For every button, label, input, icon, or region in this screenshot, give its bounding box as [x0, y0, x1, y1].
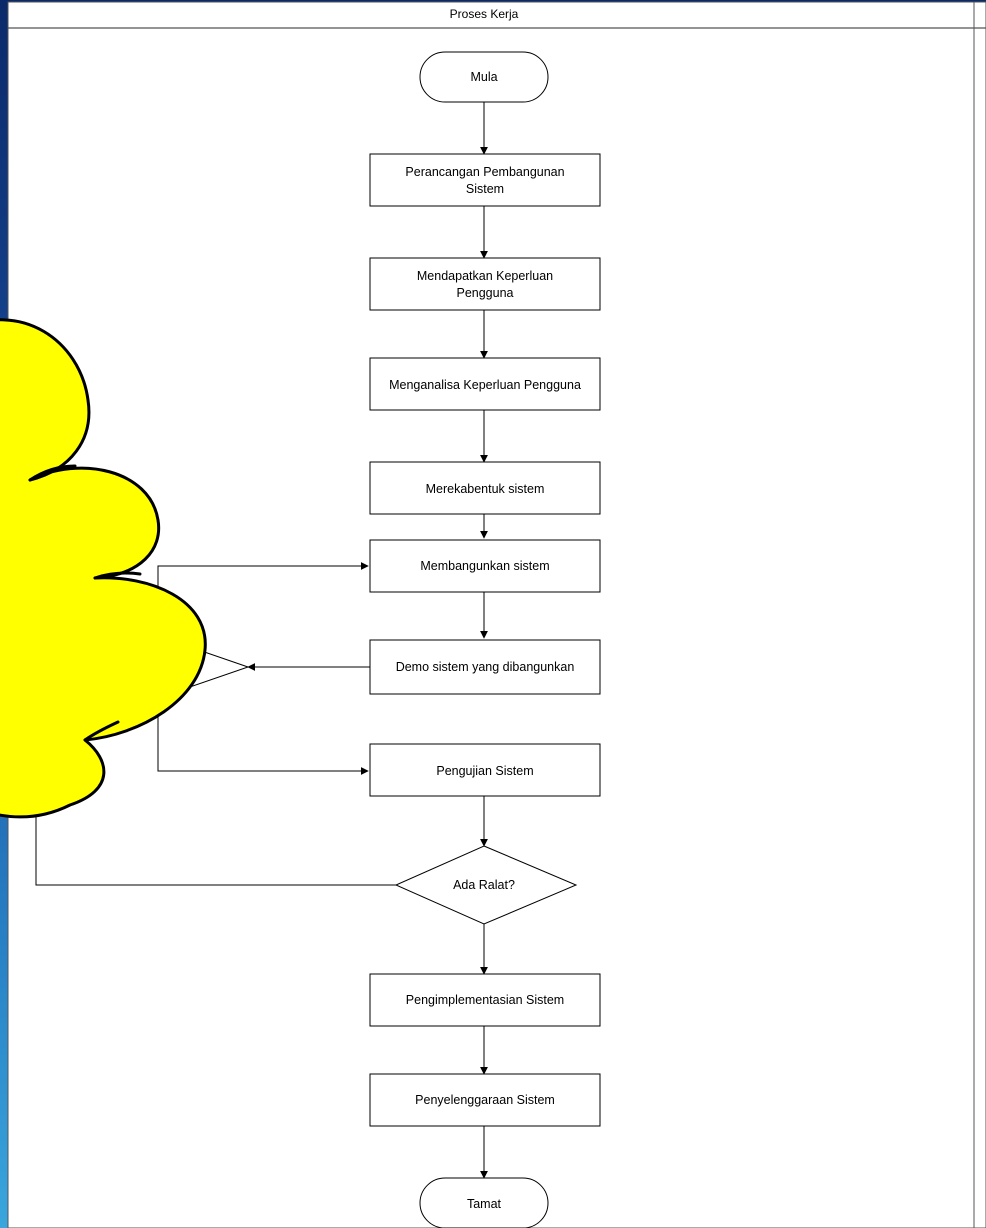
demo-label: Demo sistem yang dibangunkan	[396, 660, 575, 674]
cloud-callout[interactable]	[0, 318, 207, 819]
requirements-label-line1: Mendapatkan Keperluan	[417, 269, 553, 283]
decision-errors[interactable]: Ada Ralat?	[394, 845, 578, 925]
start-label: Mula	[470, 70, 497, 84]
connectors	[35, 102, 488, 1179]
arrow-loop-to-testing	[157, 698, 369, 775]
end-label: Tamat	[467, 1197, 502, 1211]
arrow-error-loop	[35, 800, 396, 886]
testing-label: Pengujian Sistem	[436, 764, 533, 778]
decision-errors-label: Ada Ralat?	[453, 878, 515, 892]
maintenance-label: Penyelenggaraan Sistem	[415, 1093, 555, 1107]
process-implementation[interactable]: Pengimplementasian Sistem	[369, 973, 601, 1027]
redesign-label: Merekabentuk sistem	[426, 482, 545, 496]
lane-title: Proses Kerja	[450, 7, 519, 21]
process-requirements[interactable]: Mendapatkan Keperluan Pengguna	[369, 257, 601, 311]
implementation-label: Pengimplementasian Sistem	[406, 993, 564, 1007]
design-label-line2: Sistem	[466, 182, 504, 196]
start-terminator[interactable]: Mula	[419, 51, 549, 103]
requirements-label-line2: Pengguna	[456, 286, 513, 300]
design-label-line1: Perancangan Pembangunan	[405, 165, 564, 179]
process-redesign[interactable]: Merekabentuk sistem	[369, 461, 601, 515]
process-design[interactable]: Perancangan Pembangunan Sistem	[369, 153, 601, 207]
process-demo[interactable]: Demo sistem yang dibangunkan	[369, 639, 601, 695]
build-label: Membangunkan sistem	[420, 559, 549, 573]
end-terminator[interactable]: Tamat	[419, 1177, 549, 1228]
process-build[interactable]: Membangunkan sistem	[369, 539, 601, 593]
process-testing[interactable]: Pengujian Sistem	[369, 743, 601, 797]
process-maintenance[interactable]: Penyelenggaraan Sistem	[369, 1073, 601, 1127]
process-analysis[interactable]: Menganalisa Keperluan Pengguna	[369, 357, 601, 411]
analysis-label: Menganalisa Keperluan Pengguna	[389, 378, 581, 392]
